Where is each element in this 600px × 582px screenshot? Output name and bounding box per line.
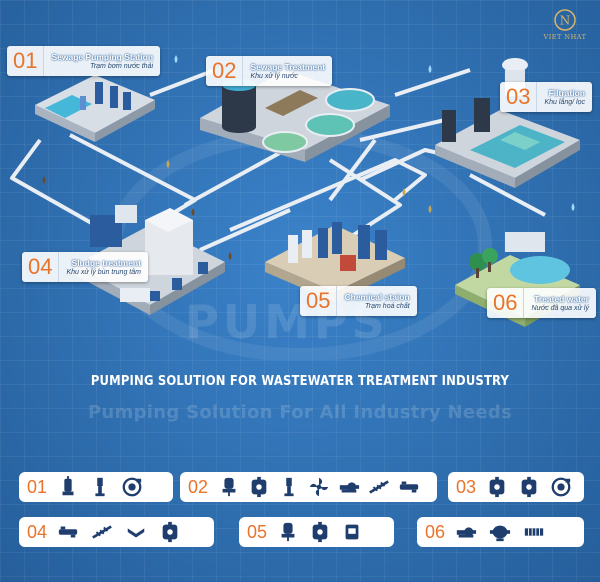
headline: PUMPING SOLUTION FOR WASTEWATER TREATMEN… — [90, 373, 510, 389]
diaphragm-pump-icon — [159, 521, 181, 543]
pump-group-06: 06 — [417, 517, 584, 547]
centrifugal-pump-icon — [121, 476, 143, 498]
progressive-cavity-pump-icon — [57, 521, 79, 543]
step-06-label: 06 Treated water Nước đã qua xử lý — [487, 288, 596, 318]
diaphragm-pump-icon — [248, 476, 270, 498]
diaphragm-pump-icon — [486, 476, 508, 498]
multistage-pump-icon — [523, 521, 545, 543]
pump-group-02-number: 02 — [188, 476, 209, 497]
station-03-platform — [435, 58, 580, 188]
step-02-number: 02 — [206, 56, 244, 86]
dosing-pump-icon — [341, 521, 363, 543]
split-case-pump-icon — [489, 521, 511, 543]
sewage-pump-icon — [218, 476, 240, 498]
brand-name: VIET NHAT — [543, 33, 587, 41]
flow-drops — [42, 55, 575, 260]
step-05-subtitle: Trạm hoá chất — [365, 303, 410, 310]
step-04-subtitle: Khu xử lý bùn trung tâm — [66, 269, 141, 276]
pump-group-04: 04 — [19, 517, 214, 547]
step-02-subtitle: Khu xử lý nước — [250, 73, 298, 80]
impeller-icon — [308, 476, 330, 498]
pump-group-04-number: 04 — [27, 521, 48, 542]
brand-emblem-icon: N — [554, 9, 576, 31]
step-06-number: 06 — [487, 288, 525, 318]
pipeline-network — [10, 68, 546, 252]
step-05-title: Chemical staion — [344, 292, 410, 302]
pump-group-03-number: 03 — [456, 476, 477, 497]
step-02-label: 02 Sewage Treatment Khu xử lý nước — [206, 56, 333, 86]
brand-emblem-letter: N — [560, 14, 571, 28]
pump-group-05-number: 05 — [247, 521, 268, 542]
diaphragm-pump-icon — [309, 521, 331, 543]
step-04-title: Sludge treatment — [71, 258, 141, 268]
step-04-number: 04 — [22, 252, 60, 282]
end-suction-pump-icon — [338, 476, 360, 498]
tagline: Pumping Solution For All Industry Needs — [87, 402, 513, 423]
pump-group-01: 01 — [19, 472, 173, 502]
station-01-platform — [35, 75, 155, 142]
step-01-title: Sewage Pumping Station — [51, 52, 154, 62]
sludge-pump-icon — [125, 521, 147, 543]
sewage-pump-icon — [277, 521, 299, 543]
brand-logo: N VIET NHAT — [540, 8, 590, 41]
screw-pump-icon — [91, 521, 113, 543]
vertical-pump-icon — [278, 476, 300, 498]
centrifugal-pump-icon — [550, 476, 572, 498]
progressive-cavity-pump-icon — [398, 476, 420, 498]
pump-group-02: 02 — [180, 472, 437, 502]
step-03-number: 03 — [500, 82, 538, 112]
pump-group-05: 05 — [239, 517, 394, 547]
pump-group-01-number: 01 — [27, 476, 48, 497]
step-03-label: 03 Filtration Khu lắng/ lọc — [500, 82, 592, 112]
step-06-subtitle: Nước đã qua xử lý — [531, 305, 589, 312]
step-01-number: 01 — [7, 46, 45, 76]
diaphragm-pump-icon — [518, 476, 540, 498]
station-04-platform — [75, 205, 225, 315]
step-03-title: Filtration — [548, 88, 585, 98]
screw-pump-icon — [368, 476, 390, 498]
submersible-pump-icon — [57, 476, 79, 498]
pump-group-06-number: 06 — [425, 521, 446, 542]
step-01-subtitle: Trạm bơm nước thải — [90, 63, 154, 70]
step-05-number: 05 — [300, 286, 338, 316]
step-01-label: 01 Sewage Pumping Station Trạm bơm nước … — [7, 46, 161, 76]
end-suction-pump-icon — [455, 521, 477, 543]
process-diagram — [10, 55, 580, 360]
step-04-label: 04 Sludge treatment Khu xử lý bùn trung … — [22, 252, 148, 282]
step-03-subtitle: Khu lắng/ lọc — [544, 99, 585, 106]
station-02-platform — [200, 70, 390, 162]
step-02-title: Sewage Treatment — [250, 62, 326, 72]
vertical-pump-icon — [89, 476, 111, 498]
pump-group-03: 03 — [448, 472, 584, 502]
step-06-title: Treated water — [534, 294, 589, 304]
step-05-label: 05 Chemical staion Trạm hoá chất — [300, 286, 417, 316]
